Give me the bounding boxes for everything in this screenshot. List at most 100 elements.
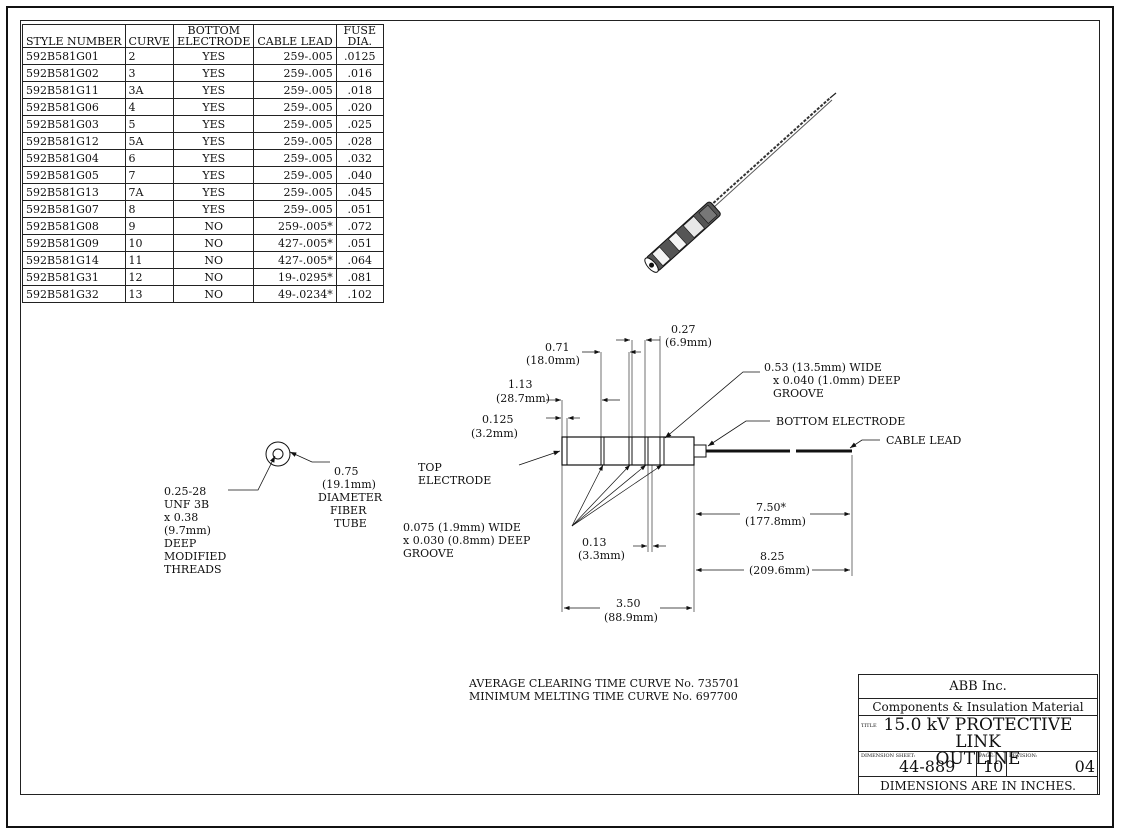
sheet-number: 44-889 [899, 757, 956, 776]
dim-113-mm: (28.7mm) [496, 392, 550, 405]
title-block: ABB Inc. Components & Insulation Materia… [858, 674, 1098, 795]
title-tag: TITLE [861, 723, 877, 729]
side-view [518, 336, 880, 612]
groove-narrow-line3: GROOVE [403, 547, 454, 560]
groove-wide-line3: GROOVE [773, 387, 824, 400]
dim-350: 3.50 [616, 597, 641, 610]
cell-cable-lead: 49-.0234* [253, 285, 337, 303]
cell-fuse-dia: .025 [335, 115, 384, 133]
dim-750: 7.50* [756, 501, 786, 514]
top-electrode-line2: ELECTRODE [418, 474, 491, 487]
cell-style-number: 592B581G11 [22, 81, 126, 99]
cell-curve: 3A [124, 81, 175, 99]
top-electrode-line1: TOP [418, 461, 442, 474]
tube-line5: TUBE [334, 517, 367, 530]
dim-071: 0.71 [545, 341, 570, 354]
note-clearing-curve: AVERAGE CLEARING TIME CURVE No. 735701 [468, 677, 740, 690]
cell-style-number: 592B581G03 [22, 115, 126, 133]
thread-line2: UNF 3B [164, 498, 209, 511]
cell-curve: 11 [124, 251, 175, 269]
cell-bottom-electrode: YES [173, 64, 255, 82]
cell-fuse-dia: .032 [335, 149, 384, 167]
cell-cable-lead: 259-.005* [253, 217, 337, 235]
cell-style-number: 592B581G01 [22, 47, 126, 65]
thread-line7: THREADS [164, 563, 222, 576]
cell-curve: 13 [124, 285, 175, 303]
page-number: 10 [983, 757, 1004, 776]
groove-wide-line2: x 0.040 (1.0mm) DEEP [773, 374, 901, 387]
tube-line4: FIBER [330, 504, 367, 517]
title-line1: 15.0 kV PROTECTIVE LINK [883, 715, 1073, 752]
drawing-border [20, 20, 1100, 795]
dim-071-mm: (18.0mm) [526, 354, 580, 367]
dim-027: 0.27 [671, 323, 696, 336]
page-cell: PAGE: 10 [977, 752, 1007, 777]
sheet-info-row: DIMENSION SHEET: 44-889 PAGE: 10 REVISIO… [859, 752, 1097, 777]
company-name: ABB Inc. [859, 675, 1097, 699]
cell-bottom-electrode: YES [173, 47, 255, 65]
cell-style-number: 592B581G08 [22, 217, 126, 235]
cell-fuse-dia: .018 [335, 81, 384, 99]
thread-line1: 0.25-28 [164, 485, 206, 498]
cell-style-number: 592B581G32 [22, 285, 126, 303]
cell-curve: 7A [124, 183, 175, 201]
bottom-electrode-label: BOTTOM ELECTRODE [776, 415, 905, 428]
thread-line3: x 0.38 [164, 511, 198, 524]
dim-013-mm: (3.3mm) [578, 549, 625, 562]
tube-line3: DIAMETER [318, 491, 383, 504]
dim-113: 1.13 [508, 378, 533, 391]
cell-fuse-dia: .102 [335, 285, 384, 303]
dim-0125-mm: (3.2mm) [471, 427, 518, 440]
drawing-frame [6, 6, 1114, 828]
tube-line2: (19.1mm) [322, 478, 376, 491]
sheet-cell: DIMENSION SHEET: 44-889 [859, 752, 977, 777]
dim-350-mm: (88.9mm) [604, 611, 658, 624]
tube-line1: 0.75 [334, 465, 359, 478]
revision-number: 04 [1074, 757, 1095, 776]
thread-line6: MODIFIED [164, 550, 226, 563]
cell-curve: 10 [124, 234, 175, 252]
header-curve: CURVE [124, 24, 175, 48]
groove-narrow-line1: 0.075 (1.9mm) WIDE [403, 521, 521, 534]
division-name: Components & Insulation Material [859, 699, 1097, 716]
thread-line5: DEEP [164, 537, 197, 550]
dim-825: 8.25 [760, 550, 785, 563]
cell-fuse-dia: .045 [335, 183, 384, 201]
cell-cable-lead: 259-.005 [253, 149, 337, 167]
end-view [228, 441, 330, 491]
note-melting-curve: MINIMUM MELTING TIME CURVE No. 697700 [469, 690, 738, 703]
dim-0125: 0.125 [482, 413, 514, 426]
header-style-number: STYLE NUMBER [22, 24, 126, 48]
cell-cable-lead: 259-.005 [253, 81, 337, 99]
isometric-view [644, 92, 837, 273]
units-note: DIMENSIONS ARE IN INCHES. [880, 779, 1076, 793]
thread-line4: (9.7mm) [164, 524, 211, 537]
revision-cell: REVISION: 04 [1009, 753, 1095, 776]
dim-750-mm: (177.8mm) [745, 515, 806, 528]
dimension-labels: 0.71 (18.0mm) 0.27 (6.9mm) 1.13 (28.7mm)… [164, 323, 962, 624]
dim-027-mm: (6.9mm) [665, 336, 712, 349]
cell-bottom-electrode: YES [173, 81, 255, 99]
cable-lead-label: CABLE LEAD [886, 434, 962, 447]
groove-wide-line1: 0.53 (13.5mm) WIDE [764, 361, 882, 374]
title-line2: OUTLINE [935, 749, 1021, 769]
groove-narrow-line2: x 0.030 (0.8mm) DEEP [403, 534, 531, 547]
cell-style-number: 592B581G12 [22, 132, 126, 150]
cell-cable-lead: 259-.005 [253, 64, 337, 82]
header-cable-lead: CABLE LEAD [253, 24, 337, 48]
cell-style-number: 592B581G31 [22, 268, 126, 286]
